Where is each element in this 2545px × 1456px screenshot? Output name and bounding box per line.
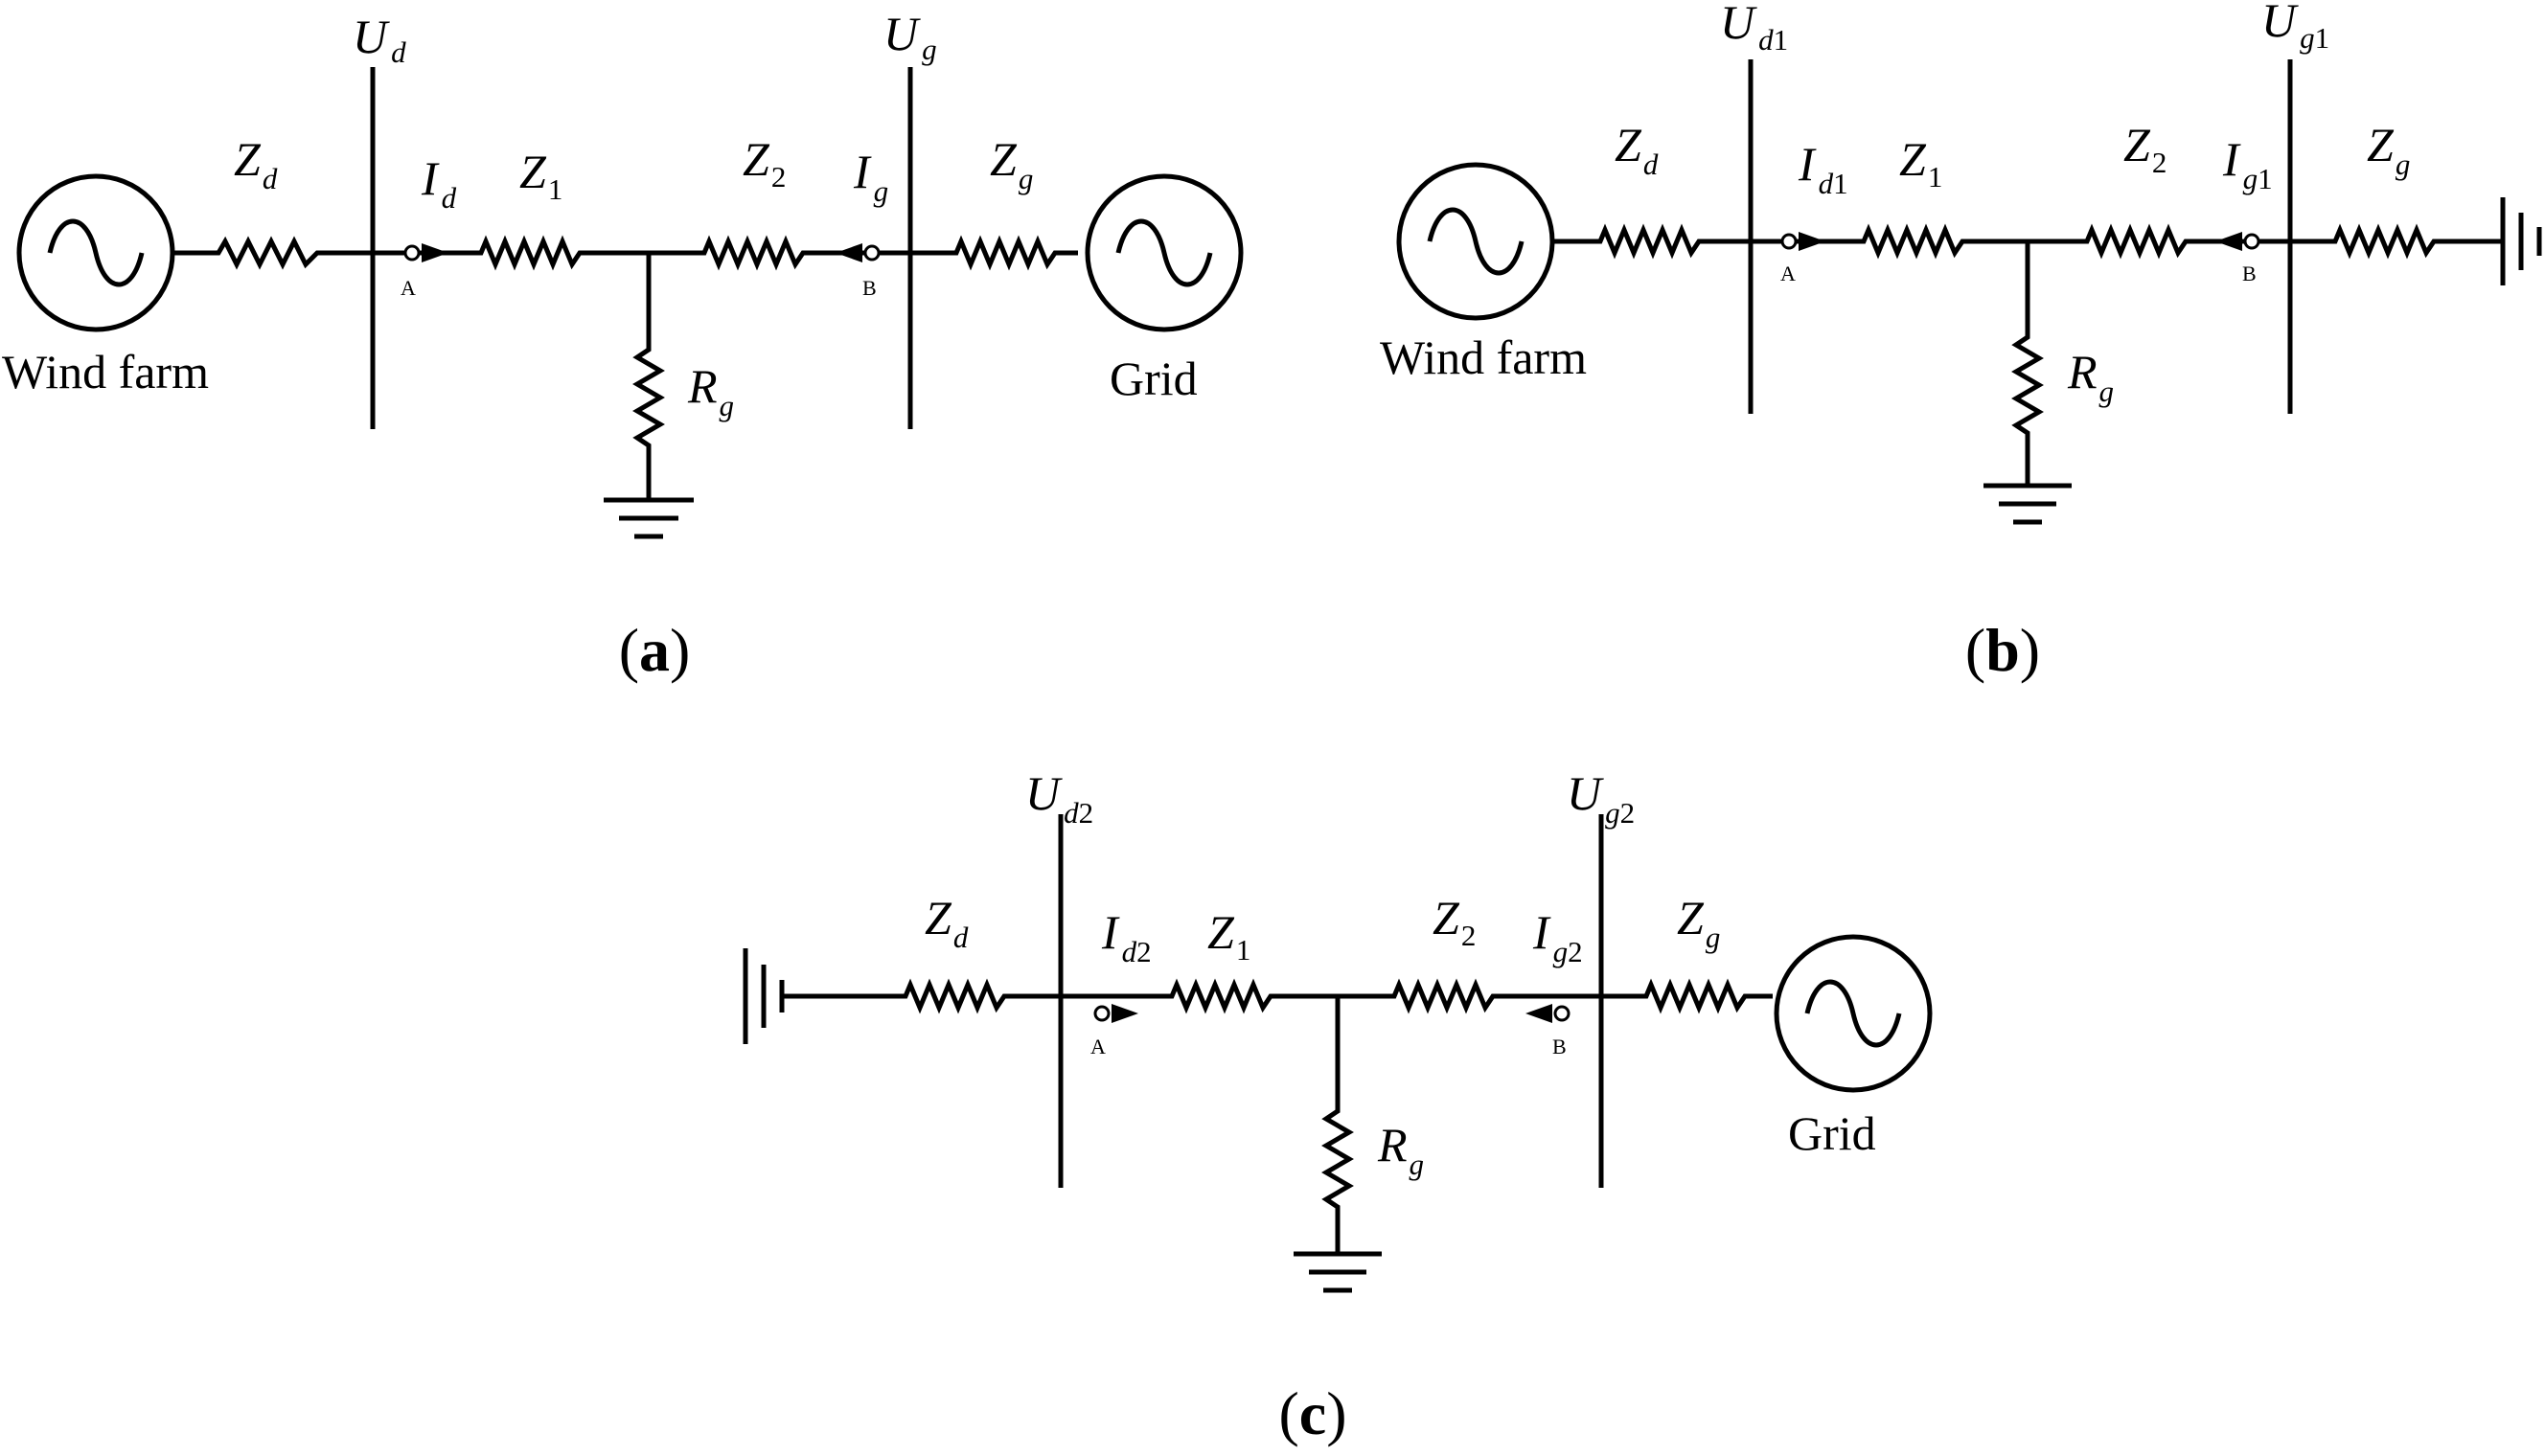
sine-wave-icon — [1804, 979, 1902, 1048]
ac-source-circle — [1085, 173, 1244, 332]
grid-label: Grid — [1788, 1106, 1876, 1160]
ground-symbol — [604, 497, 694, 539]
ac-source-wind-farm — [1396, 162, 1555, 321]
impedance-z1-label: Z1 — [519, 145, 562, 206]
node-b — [2243, 233, 2260, 250]
shunt-resistor-rg — [1321, 996, 1354, 1252]
grid-label: Grid — [1110, 352, 1198, 405]
impedance-z2-resistor — [1338, 978, 1601, 1014]
impedance-z1-resistor — [402, 235, 704, 271]
shunt-rg-label: Rg — [1377, 1118, 1424, 1181]
node-a-label: A — [1090, 1035, 1106, 1058]
node-a — [403, 244, 421, 262]
impedance-z2-label: Z2 — [743, 132, 786, 193]
node-a-label: A — [401, 276, 416, 300]
impedance-z2-resistor — [649, 235, 910, 271]
shunt-resistor-rg — [632, 253, 665, 498]
sine-wave-icon — [1427, 207, 1525, 276]
ac-source-circle — [1774, 934, 1933, 1093]
impedance-zd-resistor — [1552, 223, 1792, 260]
wind-farm-label: Wind farm — [1380, 330, 1587, 384]
impedance-zg-resistor — [1601, 978, 1773, 1014]
impedance-z1-label: Z1 — [1899, 132, 1942, 193]
ac-source-grid — [1774, 934, 1933, 1093]
node-a-label: A — [1780, 262, 1796, 285]
impedance-zg-resistor — [910, 235, 1078, 271]
impedance-zg-label: Zg — [1677, 891, 1720, 954]
impedance-zd-label: Zd — [234, 132, 278, 195]
impedance-zd-label: Zd — [925, 891, 969, 954]
node-b — [863, 244, 881, 262]
ground-symbol — [1294, 1251, 1382, 1293]
current-arrow-left — [2215, 232, 2242, 251]
impedance-z1-resistor — [1792, 223, 2028, 260]
impedance-zd-label: Zd — [1615, 118, 1659, 181]
impedance-zg-resistor — [2290, 223, 2501, 260]
impedance-zg-label: Zg — [990, 132, 1033, 195]
shunt-rg-label: Rg — [2067, 345, 2114, 408]
impedance-zg-label: Zg — [2367, 118, 2410, 181]
shunt-resistor-rg — [2011, 241, 2044, 484]
node-a — [1093, 1005, 1111, 1022]
ground-symbol-right — [2500, 197, 2542, 285]
sine-wave-icon — [47, 218, 145, 287]
current-arrow-right — [1799, 232, 1825, 251]
impedance-z2-label: Z2 — [2123, 118, 2167, 179]
ground-symbol-left — [743, 948, 785, 1044]
node-a — [1780, 233, 1798, 250]
current-arrow-right — [422, 243, 448, 262]
node-b — [1553, 1005, 1571, 1022]
shunt-rg-label: Rg — [687, 359, 734, 422]
impedance-zd-resistor — [172, 236, 402, 270]
impedance-zd-resistor — [779, 978, 1102, 1014]
current-arrow-left — [836, 243, 862, 262]
current-arrow-right — [1112, 1004, 1138, 1023]
impedance-z2-label: Z2 — [1433, 891, 1476, 952]
ac-source-grid — [1085, 173, 1244, 332]
wind-farm-label: Wind farm — [2, 345, 209, 398]
ac-source-wind-farm — [16, 173, 175, 332]
panel-c-caption: (c) — [1278, 1379, 1346, 1447]
panel-a-caption: (a) — [619, 616, 691, 684]
sine-wave-icon — [1115, 218, 1213, 287]
ground-symbol — [1983, 483, 2072, 525]
current-arrow-left — [1525, 1004, 1552, 1023]
node-b-label: B — [2242, 262, 2257, 285]
node-b-label: B — [862, 276, 877, 300]
panel-b-caption: (b) — [1965, 616, 2040, 684]
impedance-z1-resistor — [1102, 978, 1338, 1014]
impedance-z2-resistor — [2028, 223, 2290, 260]
impedance-z1-label: Z1 — [1207, 905, 1250, 967]
node-b-label: B — [1552, 1035, 1567, 1058]
